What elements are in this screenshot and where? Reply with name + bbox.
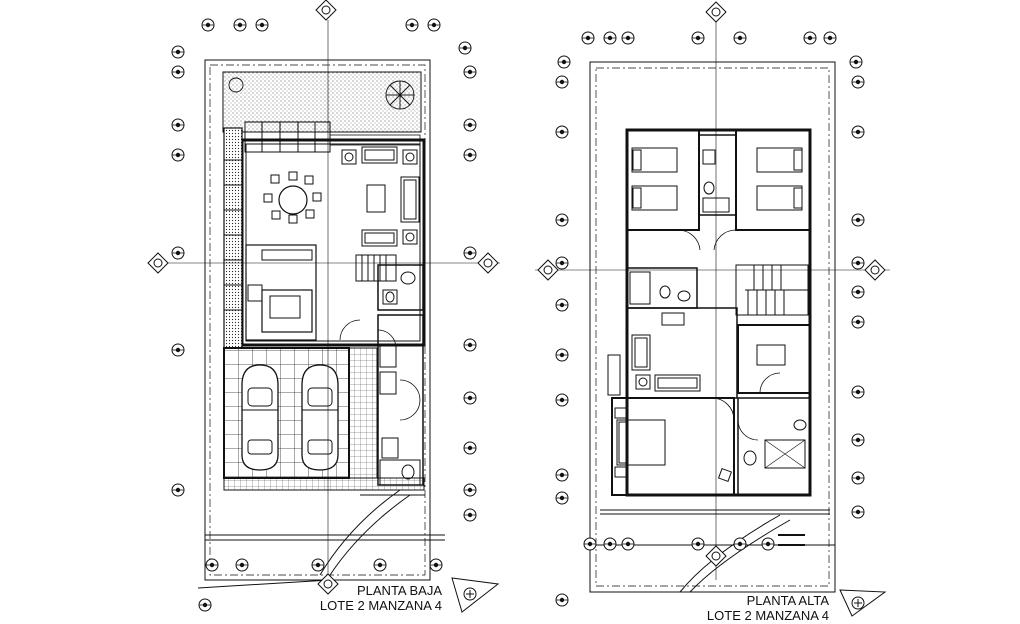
axis-lines bbox=[148, 20, 890, 580]
grid-bubble-icon bbox=[201, 18, 215, 32]
grid-bubble-icon bbox=[555, 491, 569, 505]
grid-bubble-icon bbox=[555, 298, 569, 312]
grid-bubble-icon bbox=[171, 118, 185, 132]
grid-bubble-icon bbox=[851, 125, 865, 139]
grid-bubble-icon bbox=[555, 593, 569, 607]
section-marker-icon bbox=[477, 252, 499, 274]
grid-bubble-icon bbox=[849, 55, 863, 69]
plan-title-planta-alta: PLANTA ALTA LOTE 2 MANZANA 4 bbox=[629, 593, 829, 623]
grid-bubble-icon bbox=[851, 471, 865, 485]
plan-planta-baja bbox=[197, 59, 445, 589]
grid-bubbles bbox=[171, 18, 865, 612]
grid-bubble-icon bbox=[205, 558, 219, 572]
grid-bubble-icon bbox=[171, 483, 185, 497]
car-icon bbox=[241, 364, 279, 471]
north-arrow-icon bbox=[451, 577, 500, 613]
grid-bubble-icon bbox=[557, 55, 571, 69]
plan-name: PLANTA BAJA bbox=[356, 583, 442, 598]
grid-bubble-icon bbox=[603, 537, 617, 551]
garden-area bbox=[222, 71, 422, 133]
grid-bubble-icon bbox=[255, 18, 269, 32]
grid-bubble-icon bbox=[311, 558, 325, 572]
section-marker-icon bbox=[705, 545, 727, 567]
grid-bubble-icon bbox=[463, 483, 477, 497]
grid-bubble-icon bbox=[463, 118, 477, 132]
grid-bubble-icon bbox=[463, 338, 477, 352]
grid-bubble-icon bbox=[603, 31, 617, 45]
grid-bubble-icon bbox=[458, 41, 472, 55]
grid-bubble-icon bbox=[851, 285, 865, 299]
plan-name: PLANTA ALTA bbox=[746, 593, 829, 608]
plan-lot-label: LOTE 2 MANZANA 4 bbox=[706, 608, 829, 623]
north-arrow-icon bbox=[839, 589, 887, 617]
grid-bubble-icon bbox=[803, 31, 817, 45]
grid-bubble-icon bbox=[555, 256, 569, 270]
section-marker-icon bbox=[864, 259, 886, 281]
tree-icon bbox=[228, 77, 415, 110]
plan-lot-label: LOTE 2 MANZANA 4 bbox=[319, 598, 442, 613]
grid-bubble-icon bbox=[171, 148, 185, 162]
dining-table-icon bbox=[263, 171, 322, 224]
stair bbox=[355, 254, 397, 282]
grid-bubble-icon bbox=[823, 31, 837, 45]
section-marker-icon bbox=[315, 0, 337, 21]
sofa-set-icon bbox=[341, 146, 420, 247]
grid-bubble-icon bbox=[555, 468, 569, 482]
grid-bubble-icon bbox=[463, 65, 477, 79]
grid-bubble-icon bbox=[555, 75, 569, 89]
section-marker-icon bbox=[147, 252, 169, 274]
grid-bubble-icon bbox=[171, 45, 185, 59]
grid-bubble-icon bbox=[555, 393, 569, 407]
grid-bubble-icon bbox=[761, 537, 775, 551]
kitchen-area bbox=[245, 244, 317, 341]
grid-bubble-icon bbox=[427, 18, 441, 32]
grid-bubble-icon bbox=[555, 213, 569, 227]
grid-bubble-icon bbox=[621, 537, 635, 551]
grid-bubble-icon bbox=[555, 125, 569, 139]
grid-bubble-icon bbox=[621, 31, 635, 45]
grid-bubble-icon bbox=[583, 537, 597, 551]
car-icon bbox=[301, 364, 339, 471]
section-marker-icon bbox=[317, 573, 339, 595]
grid-bubble-icon bbox=[851, 385, 865, 399]
grid-bubble-icon bbox=[733, 31, 747, 45]
grid-bubble-icon bbox=[851, 213, 865, 227]
grid-bubble-icon bbox=[463, 148, 477, 162]
plan-title-planta-baja: PLANTA BAJA LOTE 2 MANZANA 4 bbox=[242, 583, 442, 613]
grid-bubble-icon bbox=[405, 18, 419, 32]
grid-bubble-icon bbox=[463, 391, 477, 405]
grid-bubble-icon bbox=[851, 505, 865, 519]
grid-bubble-icon bbox=[555, 348, 569, 362]
grid-bubble-icon bbox=[851, 433, 865, 447]
grid-bubble-icon bbox=[851, 256, 865, 270]
grid-bubble-icon bbox=[429, 558, 443, 572]
grid-bubble-icon bbox=[198, 598, 212, 612]
grid-bubble-icon bbox=[691, 31, 705, 45]
grid-bubble-icon bbox=[691, 537, 705, 551]
grid-bubble-icon bbox=[171, 343, 185, 357]
grid-bubble-icon bbox=[463, 246, 477, 260]
grid-bubble-icon bbox=[851, 75, 865, 89]
section-markers bbox=[147, 0, 886, 595]
grid-bubble-icon bbox=[235, 558, 249, 572]
grid-bubble-icon bbox=[171, 246, 185, 260]
grid-bubble-icon bbox=[463, 441, 477, 455]
grid-bubble-icon bbox=[171, 65, 185, 79]
section-marker-icon bbox=[705, 1, 727, 23]
grid-bubble-icon bbox=[851, 315, 865, 329]
grid-bubble-icon bbox=[463, 508, 477, 522]
section-marker-icon bbox=[537, 259, 559, 281]
grid-bubble-icon bbox=[233, 18, 247, 32]
grid-bubble-icon bbox=[581, 31, 595, 45]
grid-bubble-icon bbox=[733, 537, 747, 551]
grid-bubble-icon bbox=[373, 558, 387, 572]
plan-planta-alta bbox=[589, 61, 836, 593]
